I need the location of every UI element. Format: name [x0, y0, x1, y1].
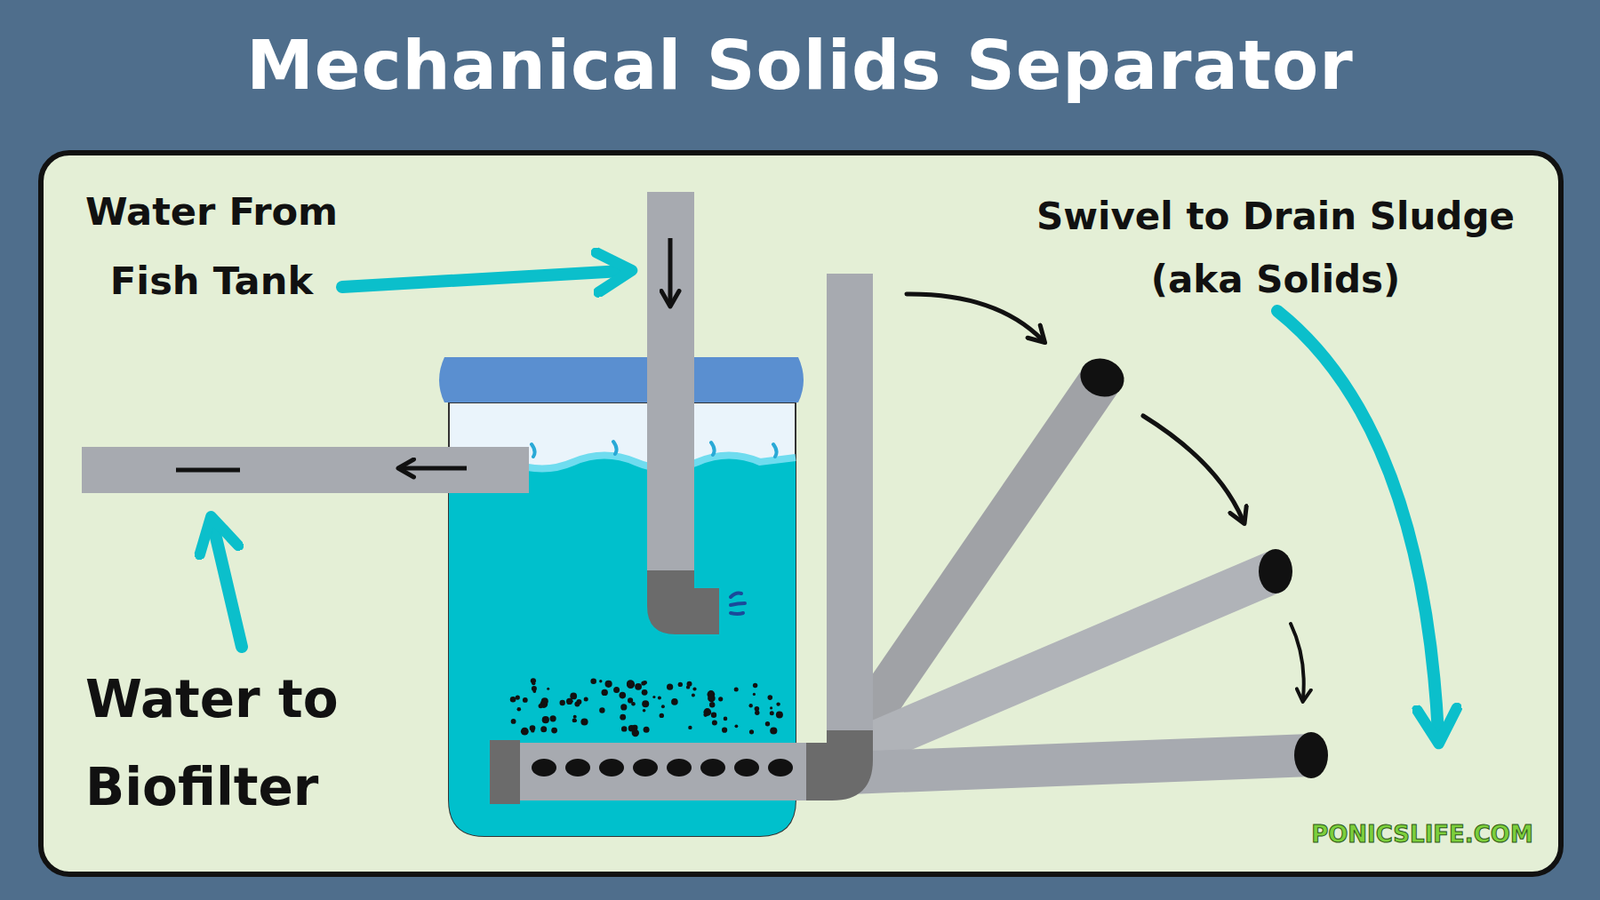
inlet-leader: [342, 271, 623, 288]
drain-label: Swivel to Drain Sludge (aka Solids): [1022, 184, 1529, 312]
perforated-pipe: [489, 743, 810, 801]
lid: [439, 357, 804, 403]
end-cap: [489, 740, 520, 805]
swivel-arrow: [906, 294, 1042, 340]
sludge: [510, 678, 784, 737]
inlet-label: Water From Fish Tank: [78, 177, 345, 317]
pipe-end: [1074, 352, 1129, 404]
outlet-pipe: [81, 447, 529, 494]
pipe-end: [1294, 732, 1328, 779]
inlet-elbow: [647, 570, 720, 635]
drain-leader: [1277, 311, 1439, 735]
intake-holes: [531, 759, 793, 777]
swivel-pipe: [848, 755, 1312, 774]
swivel-pipe: [848, 571, 1276, 754]
drain-elbow: [806, 730, 873, 801]
outlet-leader: [213, 526, 242, 648]
outflow-splash: [730, 593, 745, 616]
flow-arrows: [176, 468, 467, 471]
swivel-arrow: [1143, 416, 1243, 520]
title: Mechanical Solids Separator: [0, 24, 1600, 106]
swivel-arrow: [1290, 624, 1304, 699]
pipe-end: [1258, 549, 1293, 594]
outlet-label: Water to Biofilter: [85, 656, 388, 832]
watermark: PONICSLIFE.COM: [1306, 821, 1538, 849]
flow-arrow: [668, 238, 673, 303]
inlet-pipe: [647, 192, 695, 575]
panel: [40, 152, 1561, 875]
drain-riser: [826, 273, 873, 741]
